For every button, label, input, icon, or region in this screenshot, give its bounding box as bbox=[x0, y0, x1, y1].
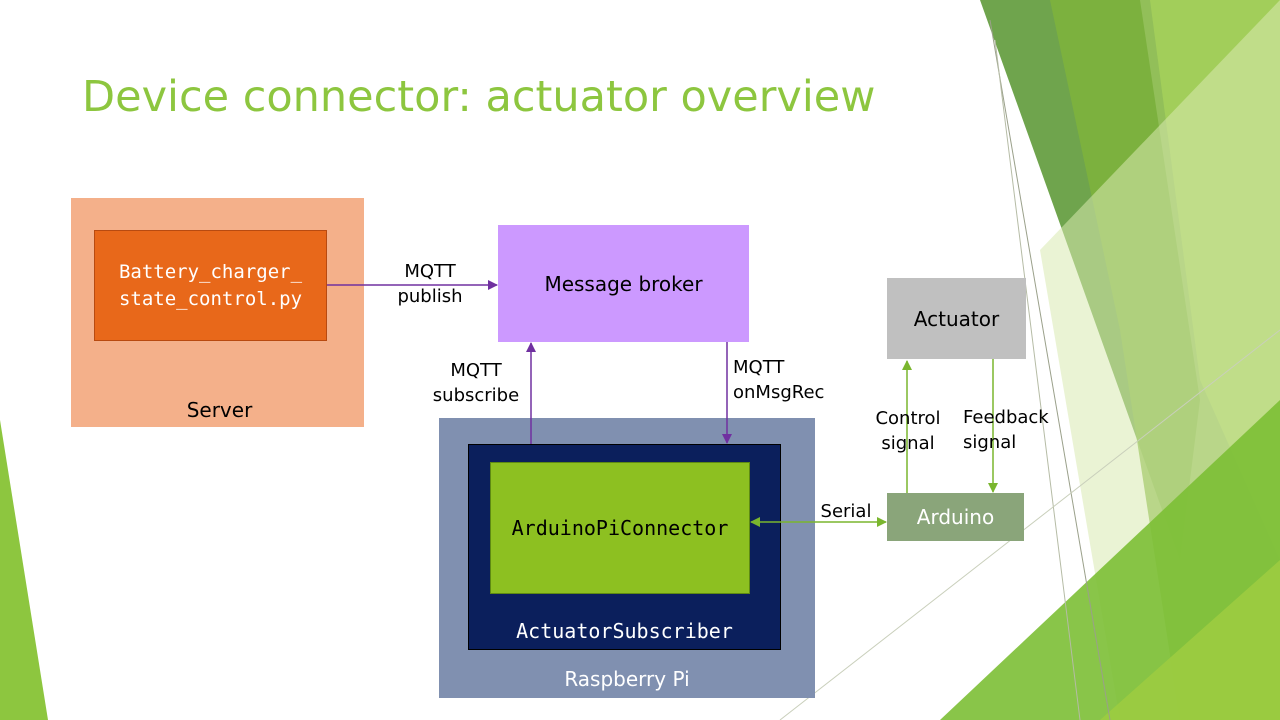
thin-diagonal-line-1 bbox=[989, 19, 1111, 720]
left-green-sliver bbox=[0, 420, 48, 720]
script-name: Battery_charger_ state_control.py bbox=[95, 259, 326, 313]
slide-title: Device connector: actuator overview bbox=[82, 72, 876, 122]
mqtt-subscribe-line-2: subscribe bbox=[432, 385, 520, 406]
message-broker-box: Message broker bbox=[498, 225, 749, 342]
thin-diagonal-line-3 bbox=[779, 329, 1280, 720]
serial-label: Serial bbox=[820, 501, 872, 522]
arduino-pi-connector-label: ArduinoPiConnector bbox=[511, 516, 729, 540]
feedback-signal-line-1: Feedback bbox=[963, 407, 1049, 428]
mqtt-onmsgrec-label: MQTT onMsgRec bbox=[733, 355, 824, 405]
arduino-box: Arduino bbox=[887, 493, 1024, 541]
feedback-signal-line-2: signal bbox=[963, 432, 1017, 453]
arduino-pi-connector-box: ArduinoPiConnector bbox=[490, 462, 750, 594]
raspberry-pi-label: Raspberry Pi bbox=[564, 667, 690, 691]
control-signal-label: Control signal bbox=[868, 406, 948, 456]
actuator-box: Actuator bbox=[887, 278, 1026, 359]
mqtt-onmsgrec-line-2: onMsgRec bbox=[733, 382, 825, 403]
control-signal-line-2: signal bbox=[881, 433, 935, 454]
script-box: Battery_charger_ state_control.py bbox=[94, 230, 327, 341]
feedback-signal-label: Feedback signal bbox=[963, 405, 1049, 455]
script-name-line-1: Battery_charger_ bbox=[118, 261, 303, 283]
mqtt-subscribe-line-1: MQTT bbox=[450, 360, 502, 381]
bottom-bright-wedge bbox=[1100, 560, 1280, 720]
actuator-subscriber-label: ActuatorSubscriber bbox=[516, 619, 733, 643]
script-name-line-2: state_control.py bbox=[118, 288, 303, 310]
arduino-label: Arduino bbox=[916, 505, 995, 529]
mqtt-subscribe-label: MQTT subscribe bbox=[426, 358, 526, 408]
thin-diagonal-line-2 bbox=[994, 39, 1081, 720]
mqtt-publish-line-1: MQTT bbox=[404, 261, 456, 282]
actuator-label: Actuator bbox=[913, 306, 1000, 331]
mqtt-onmsgrec-line-1: MQTT bbox=[733, 357, 785, 378]
server-label: Server bbox=[186, 398, 253, 422]
mqtt-publish-label: MQTT publish bbox=[390, 259, 470, 309]
control-signal-line-1: Control bbox=[875, 408, 941, 429]
message-broker-label: Message broker bbox=[544, 271, 703, 296]
mqtt-publish-line-2: publish bbox=[397, 286, 463, 307]
